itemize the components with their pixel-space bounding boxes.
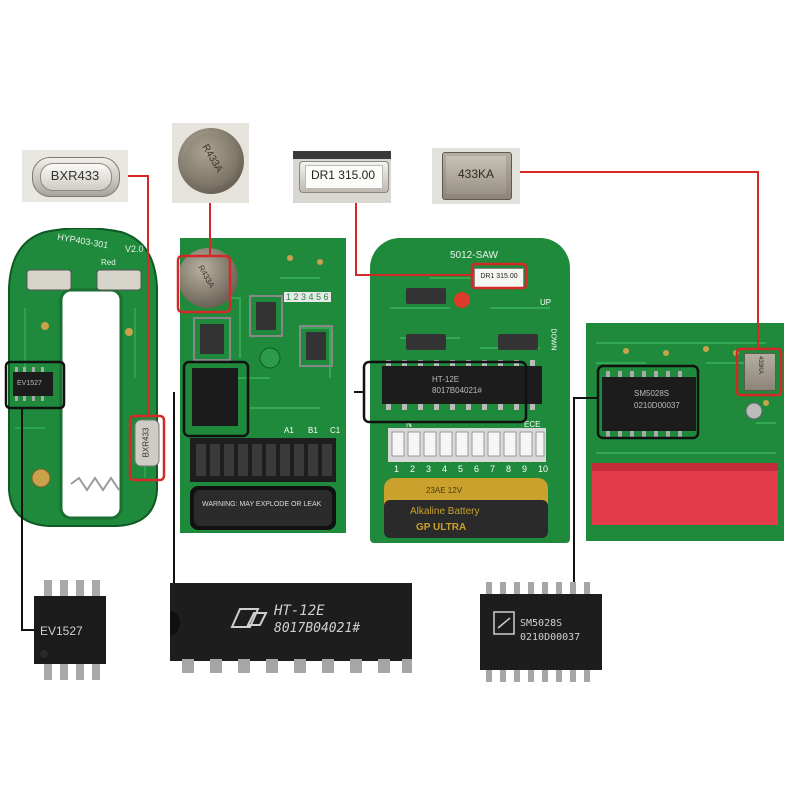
dip-number: 5	[458, 464, 464, 474]
board1-chip-label: EV1527	[17, 380, 42, 387]
dip-number: 4	[442, 464, 448, 474]
closeup-sm5028s-line1: SM5028S	[520, 618, 563, 629]
remote-board-ev1527: HYP403-301 V2.0 Red BXR433 EV1527	[5, 228, 161, 530]
saw-433ka-photo: 433KA	[432, 148, 520, 204]
board3-battery-text-2: 23AE 12V	[426, 486, 463, 495]
closeup-ev1527-label: EV1527	[40, 624, 83, 638]
dip-number: 6	[474, 464, 480, 474]
closeup-ht12e-line1: HT-12E	[274, 603, 325, 619]
board3-battery-brand: GP ULTRA	[416, 522, 467, 533]
board3-down-label: DOWN	[549, 328, 557, 351]
remote-board-r433a: R433A 1 2 3 4 5 6 A1 B1 C1 WARNING: MAY …	[180, 238, 346, 533]
crystal-bxr433-photo: BXR433	[22, 150, 128, 202]
dip-number: 8	[506, 464, 512, 474]
board1-silkscreen-version: V2.0	[125, 244, 144, 254]
dip-number: 1	[394, 464, 400, 474]
saw-433ka-label: 433KA	[457, 167, 495, 181]
remote-board-ht12e: 5012-SAW DR1 315.00 UP DOWN HT-12E 8017B…	[370, 238, 570, 543]
board1-silkscreen-red: Red	[101, 258, 116, 267]
board2-pad-a1: A1	[284, 426, 294, 435]
board3-resonator: DR1 315.00	[474, 268, 524, 288]
resonator-dr1-label: DR1 315.00	[310, 168, 376, 182]
dip-number: 10	[538, 464, 549, 474]
board4-chip-line1: SM5028S	[634, 389, 670, 398]
board3-up-label: UP	[540, 298, 552, 307]
board3-resonator-label: DR1 315.00	[480, 273, 518, 280]
closeup-sm5028s: SM5028S 0210D00037	[480, 582, 602, 682]
board4-saw: 433KA	[744, 353, 776, 391]
board3-chip-line2: 8017B04021#	[432, 386, 482, 395]
board2-dip-numbers: 1 2 3 4 5 6	[284, 292, 331, 302]
board2-pad-b1: B1	[308, 426, 318, 435]
board3-dip-number-row: 1 2 3 4 5 6 7 8 9 10	[394, 464, 554, 474]
board3-silkscreen-top: 5012-SAW	[450, 250, 498, 261]
board4-chip-line2: 0210D00037	[634, 401, 680, 410]
dip-number: 7	[490, 464, 496, 474]
resonator-dr1-photo: DR1 315.00	[293, 151, 391, 203]
closeup-ev1527: EV1527	[34, 580, 106, 680]
board1-resonator-label: BXR433	[141, 427, 151, 458]
closeup-ht12e: HT-12E 8017B04021#	[170, 583, 412, 678]
board2-pad-c1: C1	[330, 426, 341, 435]
dip-number: 2	[410, 464, 416, 474]
board2-battery-text: WARNING: MAY EXPLODE OR LEAK	[202, 501, 322, 508]
board3-dip-right-label: ECE	[524, 420, 541, 429]
remote-board-sm5028s: SM5028S 0210D00037 433KA	[586, 323, 784, 541]
saw-r433a-photo: R433A	[172, 123, 249, 203]
board3-dip-left-label: N	[406, 420, 412, 429]
dip-number: 9	[522, 464, 528, 474]
dip-number: 3	[426, 464, 432, 474]
closeup-ht12e-line2: 8017B04021#	[274, 621, 361, 636]
board3-battery-text-1: Alkaline Battery	[410, 506, 480, 517]
board3-chip-line1: HT-12E	[432, 375, 460, 384]
closeup-sm5028s-line2: 0210D00037	[520, 632, 581, 643]
board4-saw-label: 433KA	[757, 356, 763, 375]
crystal-bxr433-label: BXR433	[50, 168, 100, 183]
